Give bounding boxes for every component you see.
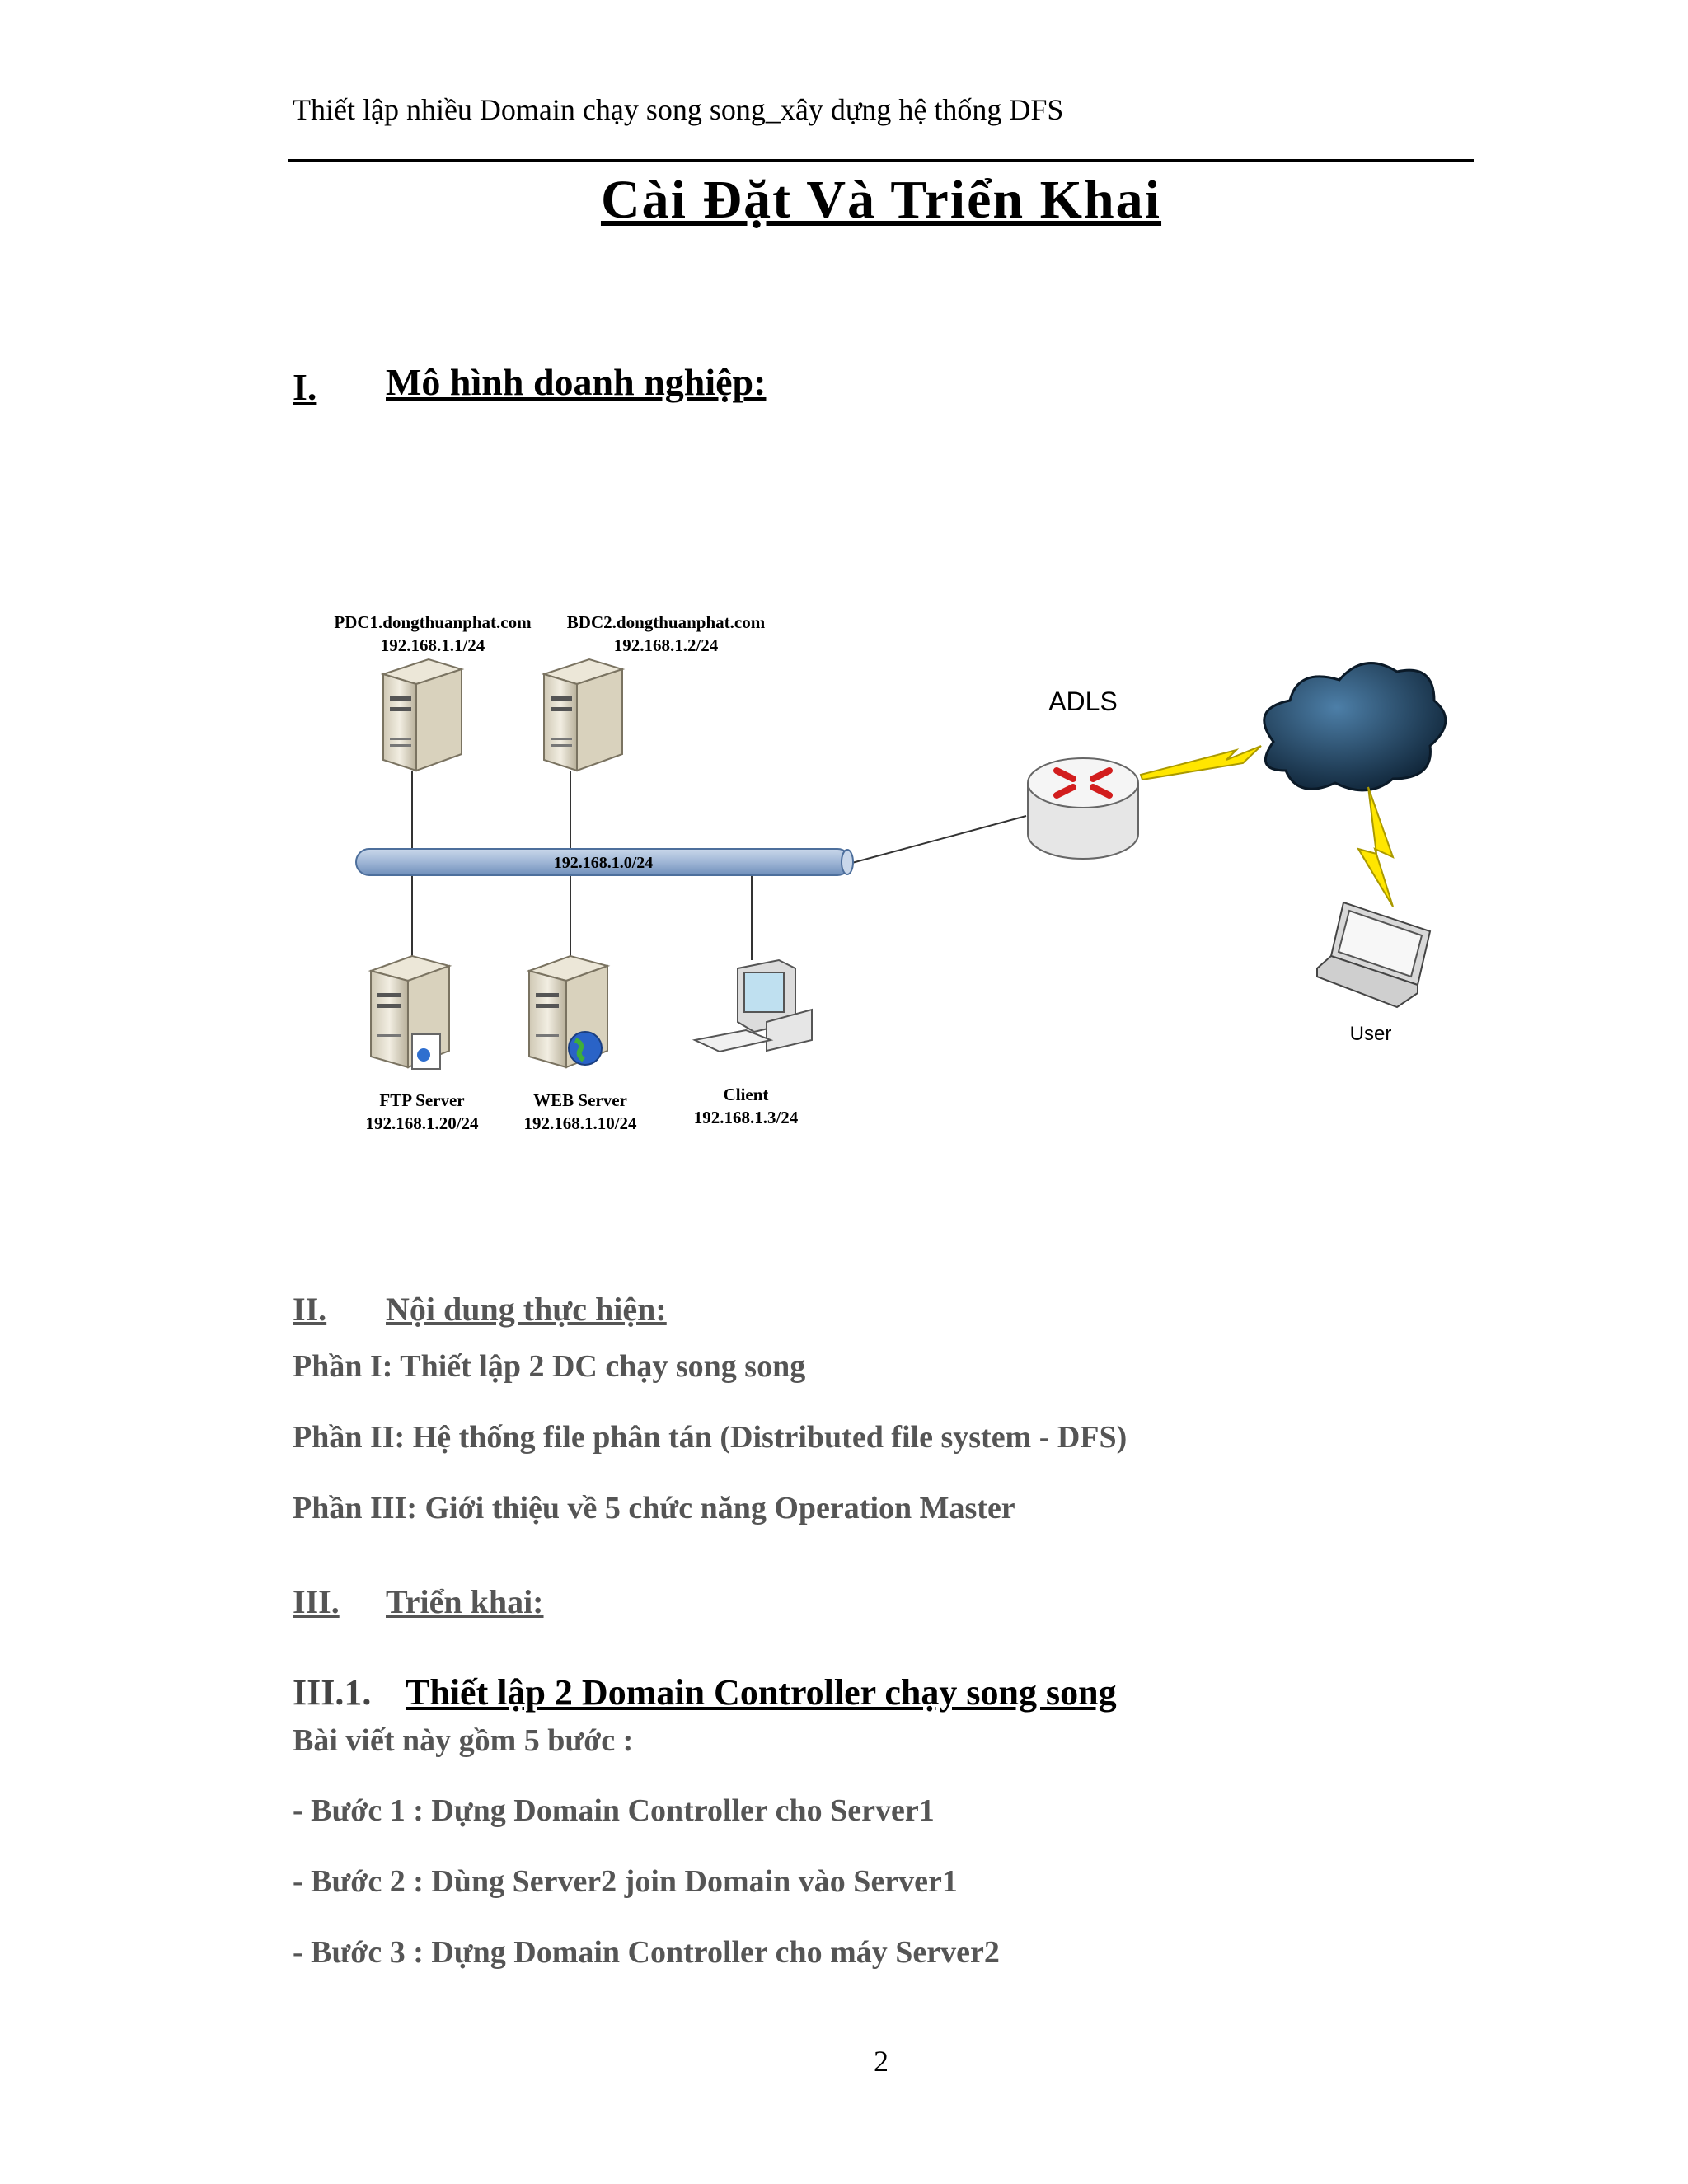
user-label: User [1350,1023,1392,1045]
client-ip: 192.168.1.3/24 [694,1108,799,1127]
subsection-number: III.1. [293,1671,371,1713]
pdc1-ip: 192.168.1.1/24 [381,635,485,655]
client-pc-icon [695,960,812,1052]
ftp-ip: 192.168.1.20/24 [365,1113,479,1133]
section-3-title: Triển khai: [386,1582,544,1621]
bdc2-name: BDC2.dongthuanphat.com [567,612,766,632]
lightning-bolt-icon [1358,787,1393,907]
router-icon [1028,758,1138,859]
step-2: - Bước 2 : Dùng Server2 join Domain vào … [293,1863,958,1900]
content-item-3: Phần III: Giới thiệu về 5 chức năng Oper… [293,1490,1015,1526]
web-ip: 192.168.1.10/24 [523,1113,637,1133]
running-header: Thiết lập nhiều Domain chạy song song_xâ… [293,92,1063,127]
step-3: - Bước 3 : Dựng Domain Controller cho má… [293,1934,1000,1971]
internet-cloud-icon [1264,663,1446,790]
bdc2-ip: 192.168.1.2/24 [614,635,719,655]
content-item-2: Phần II: Hệ thống file phân tán (Distrib… [293,1419,1127,1455]
steps-intro: Bài viết này gồm 5 bước : [293,1722,633,1759]
web-server-icon [529,956,607,1067]
pdc1-server-icon [383,659,462,771]
bdc2-server-icon [544,659,622,771]
section-1-title: Mô hình doanh nghiệp: [386,360,766,404]
subsection-title: Thiết lập 2 Domain Controller chạy song … [406,1671,1117,1713]
network-diagram: 192.168.1.0/24 PDC1.dongthuanphat.com 19… [313,598,1451,1141]
lightning-bolt-icon [1141,746,1261,780]
network-label: 192.168.1.0/24 [554,854,654,872]
header-rule [288,159,1474,162]
section-2-title: Nội dung thực hiện: [386,1290,667,1329]
section-2-number: II. [293,1290,326,1329]
router-label: ADLS [1048,687,1118,716]
web-name: WEB Server [533,1090,627,1110]
client-name: Client [724,1085,769,1104]
content-item-1: Phần I: Thiết lập 2 DC chạy song song [293,1348,805,1385]
document-title: Cài Đặt Và Triển Khai [0,169,1688,232]
ftp-server-icon [371,956,449,1069]
pdc1-name: PDC1.dongthuanphat.com [334,612,532,632]
page-number: 2 [0,2044,1688,2079]
section-3-number: III. [293,1582,340,1621]
step-1: - Bước 1 : Dựng Domain Controller cho Se… [293,1793,935,1829]
laptop-icon [1317,902,1430,1007]
section-1-number: I. [293,365,316,409]
ftp-name: FTP Server [379,1090,464,1110]
